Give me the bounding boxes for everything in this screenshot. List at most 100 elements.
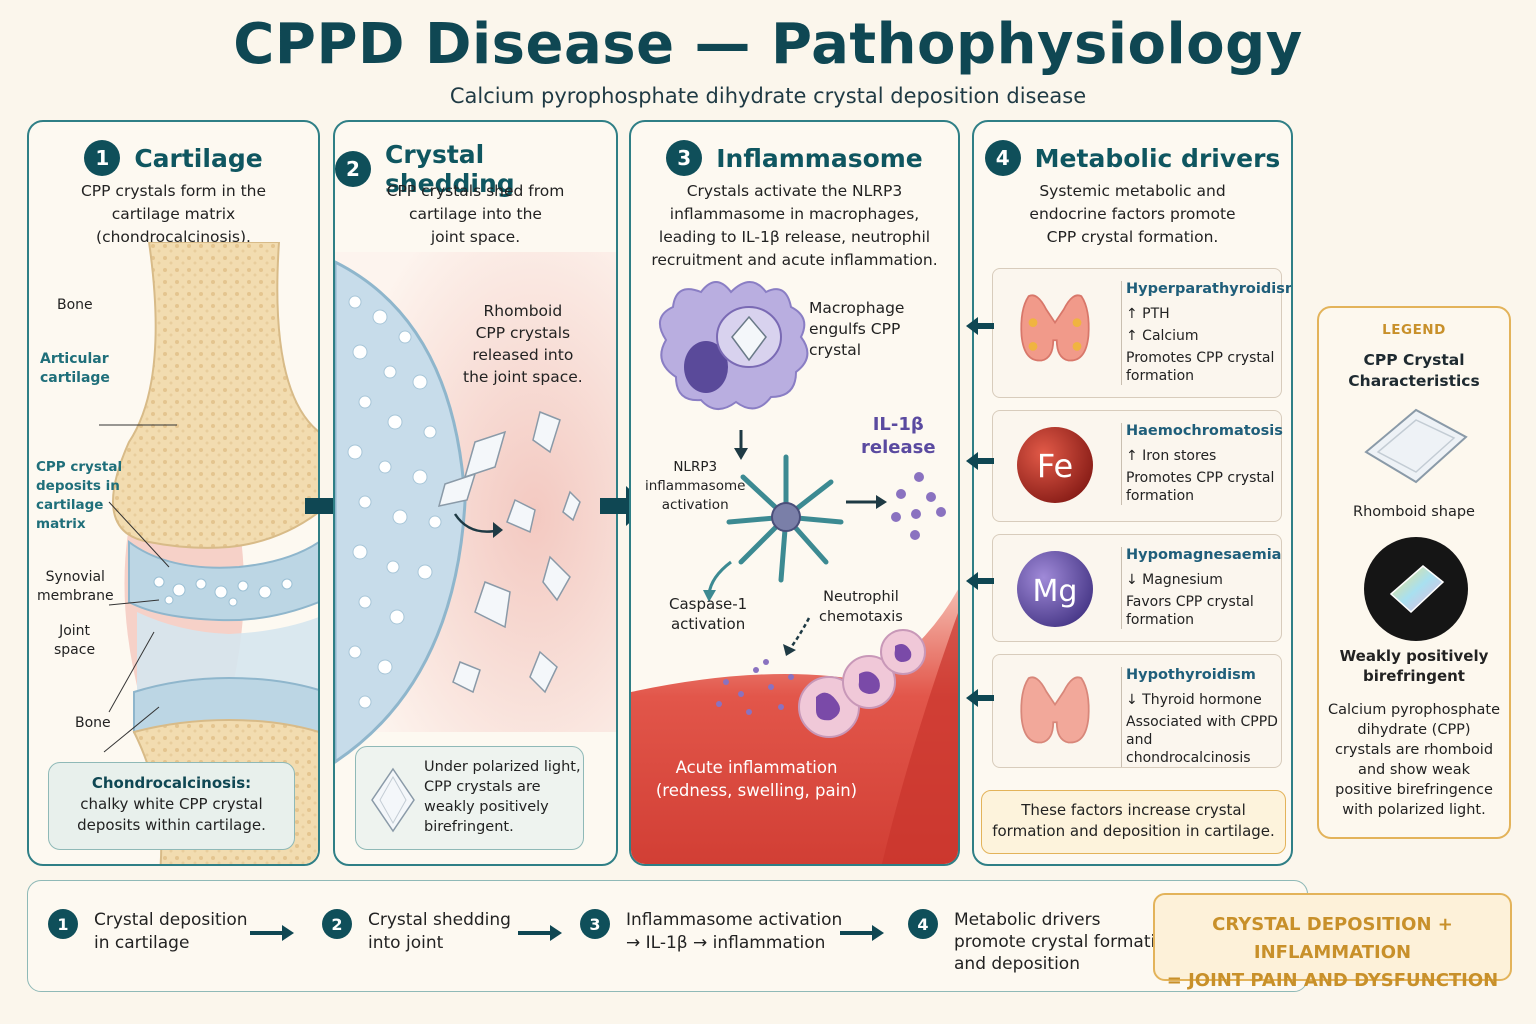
- factor-description: Associated with CPPD and chondrocalcinos…: [1126, 714, 1278, 766]
- rhomboid-crystals: [437, 410, 581, 694]
- panel-title: Metabolic drivers: [1034, 143, 1281, 173]
- step-number-badge: 1: [48, 909, 78, 939]
- step-number-badge: 2: [322, 909, 352, 939]
- factor-text: Hyperparathyroidism ↑ PTH ↑ Calcium Prom…: [1121, 281, 1293, 385]
- summary-step-2: 2 Crystal shedding into joint: [322, 909, 511, 955]
- thyroid-icon: [1020, 294, 1090, 362]
- arrow-right-icon: [518, 925, 562, 941]
- label-neutrophil-chemotaxis: Neutrophil chemotaxis: [819, 589, 903, 625]
- factor-line: ↑ PTH: [1126, 306, 1170, 322]
- conclusion-box: CRYSTAL DEPOSITION + INFLAMMATION = JOIN…: [1153, 893, 1512, 991]
- arrow-left-icon: [966, 317, 994, 335]
- factor-text: Hypothyroidism ↓ Thyroid hormone Associa…: [1121, 667, 1281, 767]
- legend-panel: LEGEND CPP Crystal Characteristics Rhomb…: [1317, 306, 1511, 839]
- panel-title: Crystal shedding: [385, 140, 515, 198]
- label-il1b-release: IL-1β release: [861, 414, 936, 458]
- arrow-right-icon: [250, 925, 294, 941]
- inflammasome-illustration: [631, 281, 958, 864]
- factor-hyperparathyroidism: Hyperparathyroidism ↑ PTH ↑ Calcium Prom…: [992, 268, 1291, 398]
- step-number-badge: 3: [666, 140, 703, 176]
- factor-line: ↓ Thyroid hormone: [1126, 692, 1262, 708]
- panel-description: CPP crystals form in the cartilage matri…: [80, 182, 267, 246]
- arrow-right-icon: [840, 925, 884, 941]
- factor-hypomagnesaemia: Mg Hypomagnesaemia ↓ Magnesium Favors CP…: [992, 534, 1282, 642]
- panel-metabolic-drivers: 4 Metabolic drivers Systemic metabolic a…: [972, 120, 1293, 866]
- label-rhomboid-crystals: Rhomboid CPP crystals released into the …: [463, 302, 583, 386]
- legend-description: Calcium pyrophosphate dihydrate (CPP) cr…: [1328, 702, 1500, 818]
- step-number-badge: 2: [335, 151, 371, 187]
- factors-summary-note: These factors increase crystal formation…: [981, 790, 1286, 854]
- panel-header: 2 Crystal shedding: [335, 140, 616, 198]
- birefringence-icon: [1364, 537, 1468, 641]
- summary-step-1: 1 Crystal deposition in cartilage: [48, 909, 248, 955]
- summary-flow-bar: 1 Crystal deposition in cartilage 2 Crys…: [27, 880, 1308, 992]
- label-bone-top: Bone: [57, 297, 93, 313]
- thyroid-icon: [1020, 676, 1090, 744]
- label-synovial-membrane: Synovial membrane: [37, 569, 114, 604]
- summary-step-3: 3 Inflammasome activation → IL-1β → infl…: [580, 909, 842, 955]
- neutrophil-cells: [798, 629, 926, 738]
- factor-line: ↑ Iron stores: [1126, 448, 1217, 464]
- panel-title: Cartilage: [134, 143, 263, 173]
- panel-description: Crystals activate the NLRP3 inflammasome…: [651, 182, 938, 269]
- iron-icon: Fe: [1017, 427, 1093, 503]
- legend-title: LEGEND: [1382, 322, 1446, 338]
- rhomboid-crystal-icon: [1364, 408, 1468, 484]
- arrow-left-icon: [966, 572, 994, 590]
- factor-line: ↑ Calcium: [1126, 328, 1199, 344]
- nlrp3-inflammasome: [726, 454, 844, 583]
- chondrocalcinosis-note: Chondrocalcinosis: chalky white CPP crys…: [48, 762, 295, 850]
- element-symbol: Fe: [1037, 447, 1073, 485]
- macrophage-cell: [658, 281, 809, 410]
- summary-step-4: 4 Metabolic drivers promote crystal form…: [908, 909, 1176, 975]
- factor-name: Hypomagnesaemia: [1126, 547, 1282, 563]
- note-title: Chondrocalcinosis:: [91, 774, 252, 792]
- arrow-left-icon: [966, 452, 994, 470]
- factor-line: ↓ Magnesium: [1126, 572, 1223, 588]
- legend-shape-caption: Rhomboid shape: [1353, 504, 1475, 520]
- legend-birefringence-caption: Weakly positively birefringent: [1339, 647, 1489, 685]
- panel-cartilage: 1 Cartilage CPP crystals form in the car…: [27, 120, 320, 866]
- step-number-badge: 3: [580, 909, 610, 939]
- step-number-badge: 4: [908, 909, 938, 939]
- summary-step-text: Inflammasome activation → IL-1β → inflam…: [626, 910, 843, 953]
- label-joint-space: Joint space: [54, 623, 96, 658]
- factor-name: Hypothyroidism: [1126, 667, 1256, 683]
- factor-name: Hyperparathyroidism: [1126, 281, 1293, 297]
- label-nlrp3-activation: NLRP3 inflammasome activation: [645, 459, 746, 513]
- il1b-particles: [891, 472, 946, 540]
- page-subtitle: Calcium pyrophosphate dihydrate crystal …: [449, 84, 1087, 108]
- cartilage-crystals: [347, 295, 442, 709]
- summary-step-text: Crystal shedding into joint: [368, 910, 511, 953]
- label-crystal-deposits: CPP crystal deposits in cartilage matrix: [36, 459, 123, 532]
- panel-header: 4 Metabolic drivers: [974, 140, 1291, 176]
- factor-description: Promotes CPP crystal formation: [1126, 350, 1275, 384]
- magnesium-icon: Mg: [1017, 551, 1093, 627]
- label-caspase-activation: Caspase-1 activation: [669, 595, 748, 633]
- factor-hypothyroidism: Hypothyroidism ↓ Thyroid hormone Associa…: [992, 654, 1282, 768]
- step-number-badge: 4: [984, 140, 1021, 176]
- panel-description: CPP crystals shed from cartilage into th…: [386, 182, 565, 246]
- page-title: CPPD Disease — Pathophysiology: [233, 12, 1303, 77]
- note-text: Under polarized light, CPP crystals are …: [424, 759, 581, 835]
- panel-inflammasome: 3 Inflammasome Crystals activate the NLR…: [629, 120, 960, 866]
- factor-haemochromatosis: Fe Haemochromatosis ↑ Iron stores Promot…: [992, 410, 1283, 522]
- arrow-left-icon: [966, 689, 994, 707]
- label-macrophage: Macrophage engulfs CPP crystal: [809, 299, 905, 359]
- label-articular-cartilage: Articular cartilage: [40, 351, 110, 386]
- knee-joint-illustration: [99, 242, 318, 864]
- panel-header: 1 Cartilage: [29, 140, 318, 176]
- cpp-crystal-deposits: [153, 576, 293, 607]
- factor-text: Haemochromatosis ↑ Iron stores Promotes …: [1121, 423, 1283, 505]
- panel-crystal-shedding: 2 Crystal shedding CPP crystals shed fro…: [333, 120, 618, 866]
- legend-subtitle: CPP Crystal Characteristics: [1348, 351, 1480, 390]
- label-acute-inflammation: Acute inflammation (redness, swelling, p…: [655, 758, 858, 800]
- polarized-light-note: Under polarized light, CPP crystals are …: [355, 746, 584, 850]
- factor-text: Hypomagnesaemia ↓ Magnesium Favors CPP c…: [1121, 547, 1281, 629]
- label-bone-bottom: Bone: [75, 715, 111, 731]
- summary-step-text: Crystal deposition in cartilage: [94, 910, 248, 953]
- panel-description: Systemic metabolic and endocrine factors…: [1029, 182, 1236, 246]
- factor-description: Promotes CPP crystal formation: [1126, 470, 1275, 504]
- element-symbol: Mg: [1033, 574, 1078, 609]
- factor-name: Haemochromatosis: [1126, 423, 1283, 439]
